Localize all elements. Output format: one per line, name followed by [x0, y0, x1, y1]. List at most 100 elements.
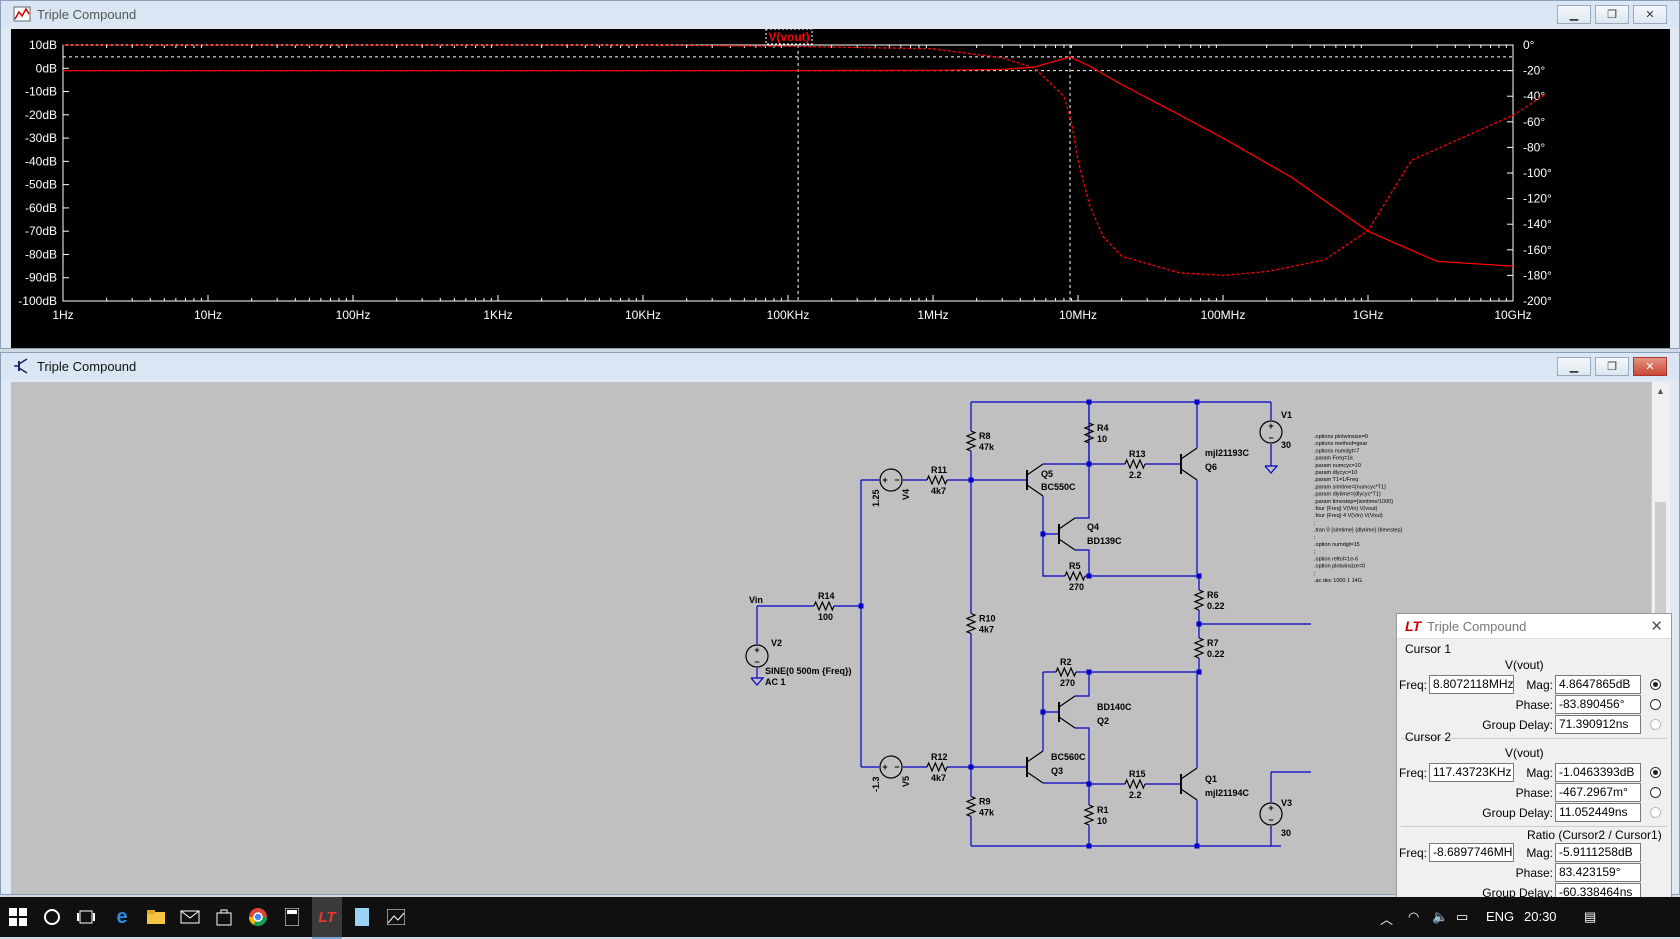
y-left-tick-label: -40dB [25, 154, 57, 168]
notifications-icon[interactable]: ▤ [1584, 909, 1597, 924]
cursor1-mag-radio[interactable] [1650, 679, 1661, 690]
ratio-heading: Ratio (Cursor2 / Cursor1) [1527, 828, 1662, 842]
spice-directive-line: .param T1=1/Freq [1314, 477, 1358, 483]
plus-sign: + [754, 645, 759, 655]
minimize-button[interactable]: ▁ [1557, 357, 1591, 376]
x-tick-label: 100Hz [336, 308, 371, 322]
cursor1-freq-field[interactable]: 8.8072118MHz [1429, 675, 1514, 694]
minimize-button[interactable]: ▁ [1557, 5, 1591, 24]
restore-button[interactable]: ❐ [1595, 5, 1629, 24]
separator [1401, 826, 1667, 827]
cursor-dialog-titlebar[interactable]: LT Triple Compound ✕ [1397, 614, 1671, 639]
component-ref: V4 [901, 489, 911, 500]
restore-button[interactable]: ❐ [1595, 357, 1629, 376]
x-tick-label: 10MHz [1059, 308, 1097, 322]
component-value: BD139C [1087, 536, 1122, 546]
edge-icon[interactable]: e [116, 905, 128, 928]
schematic-window-titlebar[interactable]: Triple Compound ▁ ❐ ✕ [1, 353, 1679, 379]
photos-icon[interactable] [384, 905, 408, 929]
cursor1-phase-radio[interactable] [1650, 699, 1661, 710]
chevron-up-icon[interactable]: ︿ [1380, 912, 1394, 927]
spice-directive-line: .options numdgt=7 [1314, 448, 1359, 454]
close-button[interactable]: ✕ [1633, 357, 1667, 376]
cursor1-group-delay-field[interactable]: 71.390912ns [1555, 715, 1641, 734]
y-left-tick-label: -100dB [18, 294, 57, 308]
resistor-r6 [1193, 589, 1205, 611]
clock[interactable]: 20:30 [1524, 909, 1557, 924]
component-value: 4k7 [931, 773, 946, 783]
plot-window-titlebar[interactable]: Triple Compound ▁ ❐ ✕ [1, 1, 1679, 27]
transistor-q6-emitter [1180, 468, 1198, 481]
ltspice-taskbar-icon[interactable]: LT [312, 897, 342, 939]
cursor2-gd-radio[interactable] [1650, 807, 1661, 818]
language-indicator[interactable]: ENG [1486, 909, 1515, 924]
freq-label: Freq: [1399, 678, 1428, 692]
cursor2-mag-radio[interactable] [1650, 767, 1661, 778]
cursor1-mag-field[interactable]: 4.8647865dB [1555, 675, 1641, 694]
ratio-freq-field[interactable]: -8.6897746MHz [1429, 843, 1514, 862]
cursor1-phase-field[interactable]: -83.890456° [1555, 695, 1641, 714]
ratio-mag-field[interactable]: -5.9111258dB [1555, 843, 1641, 862]
chrome-icon[interactable] [246, 905, 270, 929]
cursor2-heading: Cursor 2 [1405, 730, 1452, 744]
cursor2-group-delay-field[interactable]: 11.052449ns [1555, 803, 1641, 822]
spice-directive-line: .options plotwinsize=0 [1314, 434, 1368, 440]
separator [1401, 738, 1667, 739]
cursor1-gd-radio[interactable] [1650, 719, 1661, 730]
close-button[interactable]: ✕ [1633, 5, 1667, 24]
component-value: 1.25 [871, 489, 881, 507]
minus-sign: − [894, 762, 899, 772]
resistor-r7 [1193, 637, 1205, 659]
component-ref: R1 [1097, 805, 1109, 815]
component-value: 30 [1281, 828, 1291, 838]
component-value: -1.3 [871, 776, 881, 792]
keyboard-icon[interactable]: ▭ [1456, 909, 1469, 924]
cursor2-mag-field[interactable]: -1.0463393dB [1555, 763, 1641, 782]
search-icon[interactable] [40, 905, 64, 929]
wire [1042, 496, 1059, 535]
component-value: 4k7 [931, 486, 946, 496]
y-left-tick-label: -20dB [25, 108, 57, 122]
store-icon[interactable] [212, 905, 236, 929]
resistor-r10 [965, 612, 977, 635]
volume-icon[interactable]: 🔈 [1432, 909, 1449, 924]
transistor-q5-emitter [1026, 484, 1044, 497]
close-icon[interactable]: ✕ [1650, 618, 1663, 635]
mail-icon[interactable] [178, 905, 202, 929]
windows-start-icon[interactable] [6, 905, 30, 929]
cursor2-phase-radio[interactable] [1650, 787, 1661, 798]
freq-label: Freq: [1399, 846, 1428, 860]
junction-dot [1086, 399, 1092, 405]
group-delay-label: Group Delay: [1482, 718, 1553, 732]
component-ref: R2 [1060, 657, 1072, 667]
transistor-q6-collector [1180, 447, 1198, 460]
y-right-tick-label: -20° [1523, 64, 1545, 78]
ratio-phase-field[interactable]: 83.423159° [1555, 863, 1641, 882]
transistor-q4-collector [1058, 517, 1076, 530]
component-ref: R11 [931, 465, 947, 475]
spice-directive-line: .four {Freq} 4 V(Vin) V(Vout) [1314, 513, 1383, 519]
component-ref: Q2 [1097, 716, 1109, 726]
x-tick-label: 10GHz [1494, 308, 1531, 322]
component-ref: R7 [1207, 638, 1219, 648]
task-view-icon[interactable] [74, 905, 98, 929]
cursor-dialog: LT Triple Compound ✕ Cursor 1 V(vout) Fr… [1396, 613, 1672, 910]
file-explorer-icon[interactable] [144, 905, 168, 929]
calculator-icon[interactable] [280, 905, 304, 929]
cursor2-freq-field[interactable]: 117.43723KHz [1429, 763, 1514, 782]
minus-sign: − [894, 475, 899, 485]
notepad-icon[interactable] [350, 905, 374, 929]
net-label-vin: Vin [749, 595, 763, 605]
component-ref: Q1 [1205, 774, 1217, 784]
x-tick-label: 1Hz [52, 308, 73, 322]
component-ref: R5 [1069, 561, 1081, 571]
group-delay-label: Group Delay: [1482, 886, 1553, 900]
wifi-icon[interactable]: ◠ [1408, 909, 1420, 924]
cursor2-phase-field[interactable]: -467.2967m° [1555, 783, 1641, 802]
scroll-up-icon[interactable]: ▲ [1656, 386, 1665, 396]
